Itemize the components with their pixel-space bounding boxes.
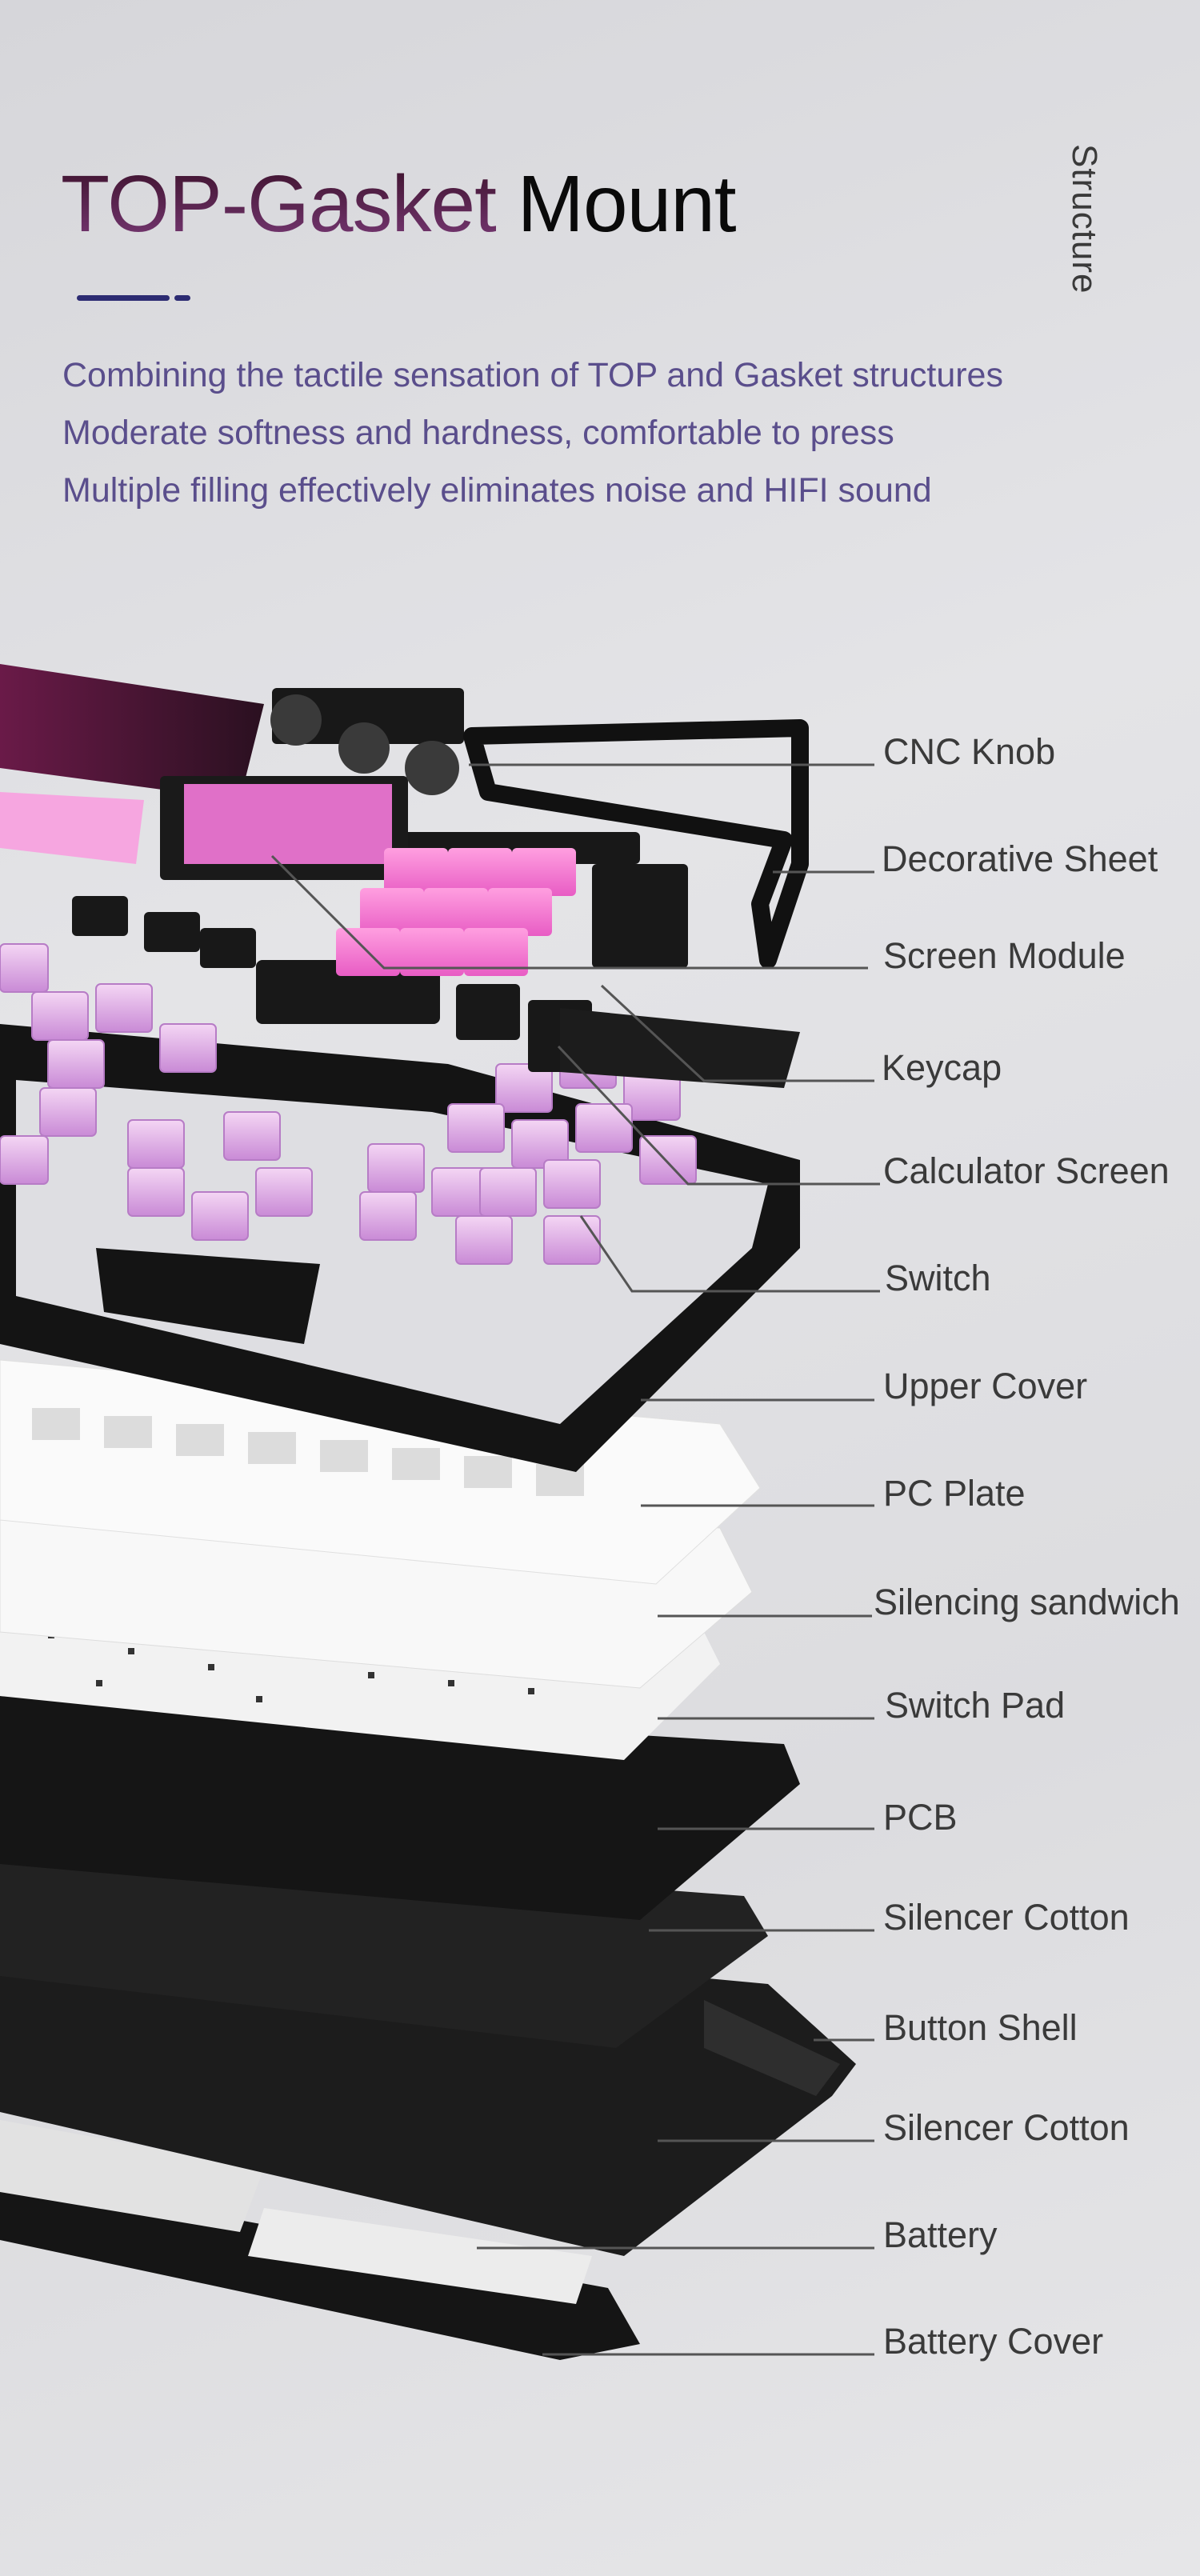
accent-dot bbox=[174, 295, 190, 301]
keycap-spacebar-pink bbox=[0, 792, 144, 864]
keycaps-pink bbox=[336, 848, 576, 976]
description-line-1: Combining the tactile sensation of TOP a… bbox=[62, 356, 1003, 394]
title-rest: Mount bbox=[517, 159, 737, 249]
title-highlight: TOP-Gasket bbox=[61, 159, 497, 249]
label-switch: Switch bbox=[885, 1258, 991, 1298]
accent-dash bbox=[77, 295, 170, 301]
label-pc-plate: PC Plate bbox=[883, 1473, 1026, 1514]
label-silencer-cotton-2: Silencer Cotton bbox=[883, 2107, 1130, 2148]
page-title: TOP-Gasket Mount bbox=[61, 164, 737, 244]
side-label: Structure bbox=[1065, 144, 1104, 294]
label-upper-cover: Upper Cover bbox=[883, 1366, 1088, 1406]
battery bbox=[248, 2208, 592, 2304]
label-cnc-knob: CNC Knob bbox=[883, 731, 1056, 772]
description-line-2: Moderate softness and hardness, comforta… bbox=[62, 414, 894, 452]
label-battery-cover: Battery Cover bbox=[883, 2321, 1104, 2362]
calculator-screen bbox=[560, 1008, 800, 1088]
label-keycap: Keycap bbox=[882, 1047, 1002, 1088]
label-switch-pad: Switch Pad bbox=[885, 1685, 1066, 1726]
label-calculator-screen: Calculator Screen bbox=[883, 1150, 1170, 1191]
battery-cover bbox=[0, 2176, 640, 2360]
label-silencing-sandwich: Silencing sandwich bbox=[874, 1582, 1180, 1622]
leader-lines bbox=[270, 763, 880, 2356]
keycap-row-maroon bbox=[0, 664, 264, 800]
description-line-3: Multiple filling effectively eliminates … bbox=[62, 471, 932, 510]
decorative-sheet bbox=[463, 719, 809, 969]
label-silencer-cotton: Silencer Cotton bbox=[883, 1897, 1130, 1938]
label-pcb: PCB bbox=[883, 1797, 958, 1838]
label-battery: Battery bbox=[883, 2214, 998, 2255]
cnc-knobs bbox=[270, 694, 459, 795]
label-screen-module: Screen Module bbox=[883, 935, 1126, 976]
battery bbox=[0, 2120, 264, 2232]
label-button-shell: Button Shell bbox=[883, 2007, 1078, 2048]
label-decorative-sheet: Decorative Sheet bbox=[882, 838, 1158, 879]
